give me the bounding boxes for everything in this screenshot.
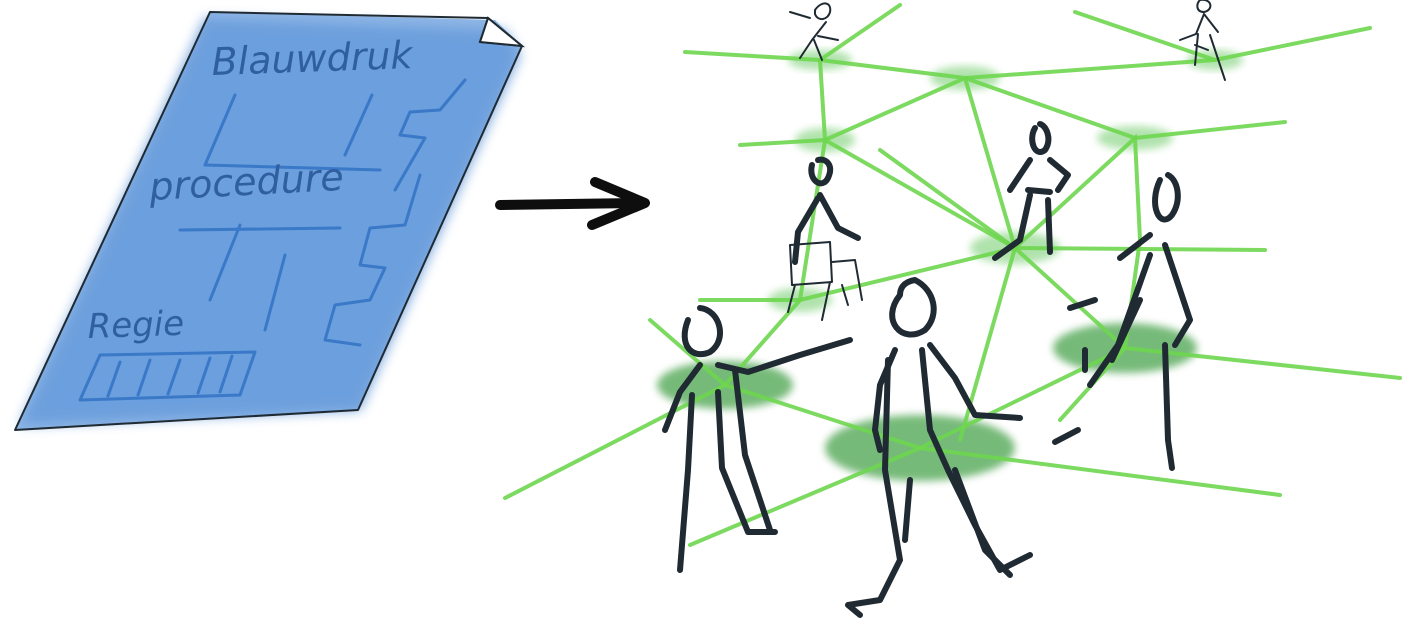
people [665,0,1225,615]
blueprint-title: Blauwdruk [211,33,415,84]
network-edge [880,150,1265,250]
blueprint-sheet: Blauwdruk procedure Regie [15,12,522,430]
folded-corner [480,18,522,46]
person-walking-right [1055,175,1190,468]
blueprint-regie-label: Regie [87,304,185,347]
network [505,5,1400,545]
network-edge [960,248,1015,440]
network-edge [685,28,1370,78]
network-edge [820,5,900,60]
network-edge [1075,12,1215,60]
arrow-right-icon [500,182,645,225]
